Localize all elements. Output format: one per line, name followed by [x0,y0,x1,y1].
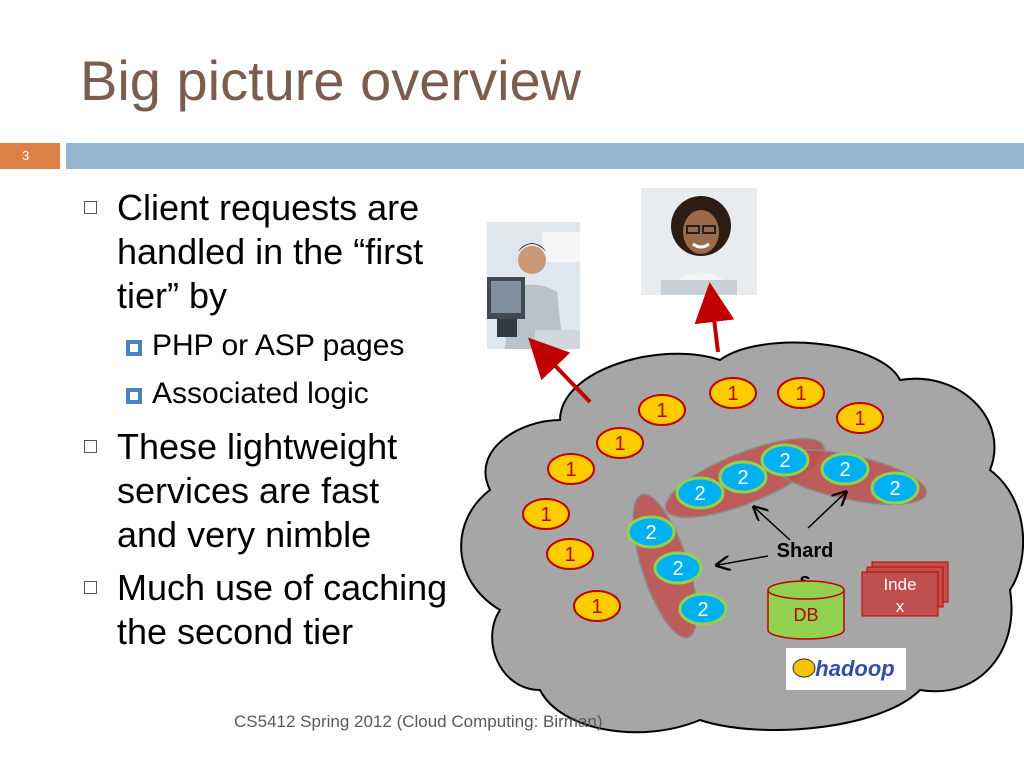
response-arrow-right [694,282,735,353]
svg-text:Inde: Inde [883,575,916,594]
bullet-line: Client requests are [117,187,420,228]
tier1-node: 1 [709,377,757,409]
tier2-node: 2 [718,460,768,494]
svg-text:2: 2 [645,522,656,544]
tier1-node: 1 [547,453,595,485]
sub-bullet-text: PHP or ASP pages [152,329,405,362]
sub-bullet-square-icon [126,388,142,404]
bullet-line: Much use of caching [117,567,448,608]
client-man-photo [487,222,580,349]
tier2-node: 2 [653,551,703,585]
svg-text:2: 2 [697,599,708,621]
bullet-square-icon [84,440,97,453]
hadoop-logo: hadoop [786,648,906,690]
svg-text:2: 2 [672,558,683,580]
tier1-node: 1 [777,377,825,409]
svg-text:2: 2 [839,459,850,481]
bullet-square-icon [84,201,97,214]
header-bar [66,143,1024,169]
tier1-node: 1 [522,498,570,530]
svg-text:1: 1 [591,596,602,618]
slide-number: 3 [0,143,60,169]
tier1-node: 1 [596,427,644,459]
svg-text:1: 1 [854,408,865,430]
bullet-line: services are fast [117,470,380,511]
svg-text:hadoop: hadoop [815,656,894,681]
tier2-node: 2 [675,476,725,510]
svg-text:1: 1 [540,504,551,526]
svg-text:2: 2 [694,483,705,505]
bullet-line: the second tier [117,611,354,652]
svg-text:Shard: Shard [777,540,834,562]
tier1-node: 1 [836,402,884,434]
response-arrow-left [528,337,592,404]
shards-arrow [755,508,791,541]
tier1-node: 1 [638,394,686,426]
index-document-icon: Inde x [861,561,949,617]
tier2-node: 2 [870,471,920,505]
svg-text:x: x [896,597,905,616]
svg-text:1: 1 [795,383,806,405]
svg-text:2: 2 [737,467,748,489]
bullet-square-icon [84,581,97,594]
svg-text:1: 1 [656,400,667,422]
tier2-nodes: 2 2 2 2 2 2 2 2 [626,443,920,626]
sub-bullet-square-icon [126,340,142,356]
tier2-node: 2 [760,443,810,477]
svg-text:1: 1 [565,459,576,481]
svg-text:DB: DB [793,605,818,625]
tier2-node: 2 [678,592,728,626]
shards-arrow [718,555,769,565]
bullet-line: tier” by [117,275,228,316]
bullet-line: handled in the “first [117,231,424,272]
svg-text:2: 2 [779,450,790,472]
bullet-line: and very nimble [117,514,372,555]
bullet-line: These lightweight [117,426,398,467]
tier2-node: 2 [626,515,676,549]
shards-arrow [807,493,845,529]
slide-footer: CS5412 Spring 2012 (Cloud Computing: Bir… [234,712,603,731]
svg-text:1: 1 [564,544,575,566]
sub-bullet-text: Associated logic [152,377,369,410]
tier1-node: 1 [573,590,621,622]
database-icon: DB [767,580,845,640]
tier1-nodes: 1 1 1 1 1 1 1 1 1 [522,377,884,622]
tier1-node: 1 [546,538,594,570]
svg-text:2: 2 [889,478,900,500]
tier2-node: 2 [820,452,870,486]
svg-text:1: 1 [614,433,625,455]
svg-text:1: 1 [727,383,738,405]
slide-title: Big picture overview [80,49,582,112]
